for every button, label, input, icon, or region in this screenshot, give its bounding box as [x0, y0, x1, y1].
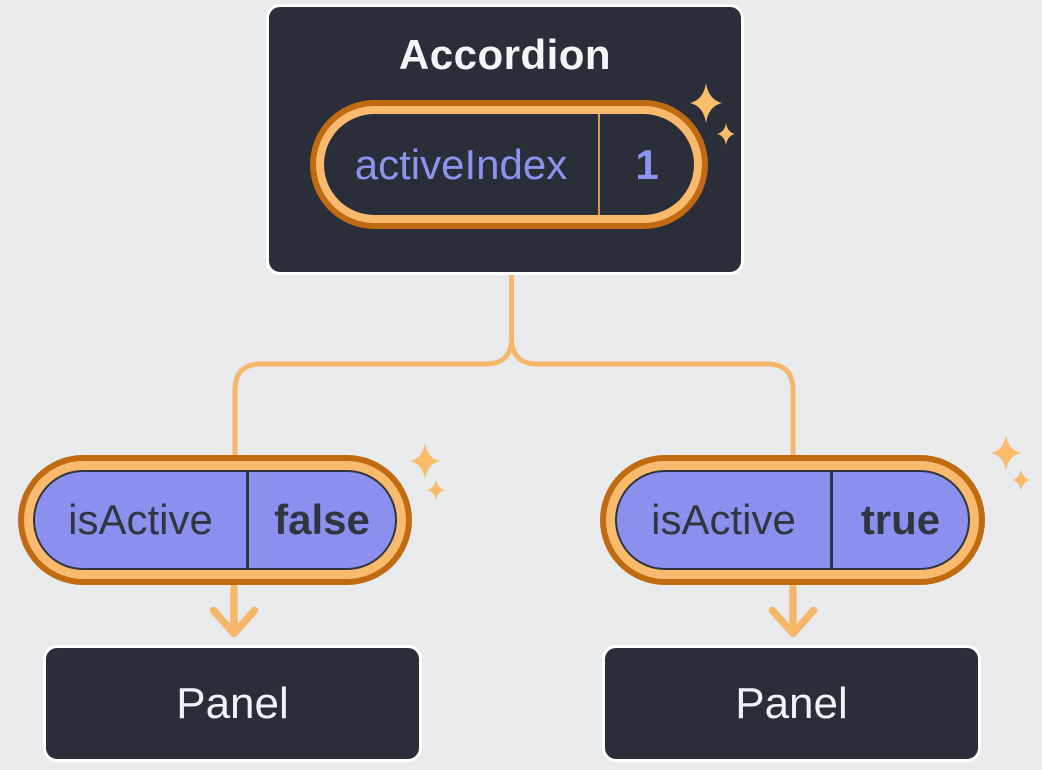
state-name: activeIndex: [354, 140, 568, 188]
component-title: Panel: [176, 678, 289, 728]
prop-value: false: [274, 496, 370, 543]
connector-right: [509, 273, 796, 459]
connector-left: [232, 273, 514, 459]
sparkle-icon: [991, 435, 1021, 471]
arrow-down-icon: [209, 606, 259, 638]
prop-name: isActive: [651, 496, 796, 543]
sparkle-icon: [427, 479, 445, 501]
panel-component-card-left: Panel: [43, 645, 422, 762]
sparkle-icon: [410, 443, 440, 479]
component-title: Accordion: [398, 31, 612, 78]
sparkle-icon: [1012, 469, 1030, 491]
state-pill: activeIndex 1: [324, 114, 694, 215]
prop-name: isActive: [68, 496, 213, 543]
pill-divider: [830, 472, 833, 568]
arrow-down-icon: [768, 606, 818, 638]
prop-value: true: [860, 496, 941, 543]
state-value: 1: [635, 140, 659, 188]
component-title: Panel: [735, 678, 848, 728]
pill-divider: [246, 472, 249, 568]
panel-component-card-right: Panel: [602, 645, 981, 762]
prop-pill-left: isActive false: [33, 470, 397, 570]
pill-divider: [598, 114, 600, 215]
prop-pill-right: isActive true: [615, 470, 970, 570]
